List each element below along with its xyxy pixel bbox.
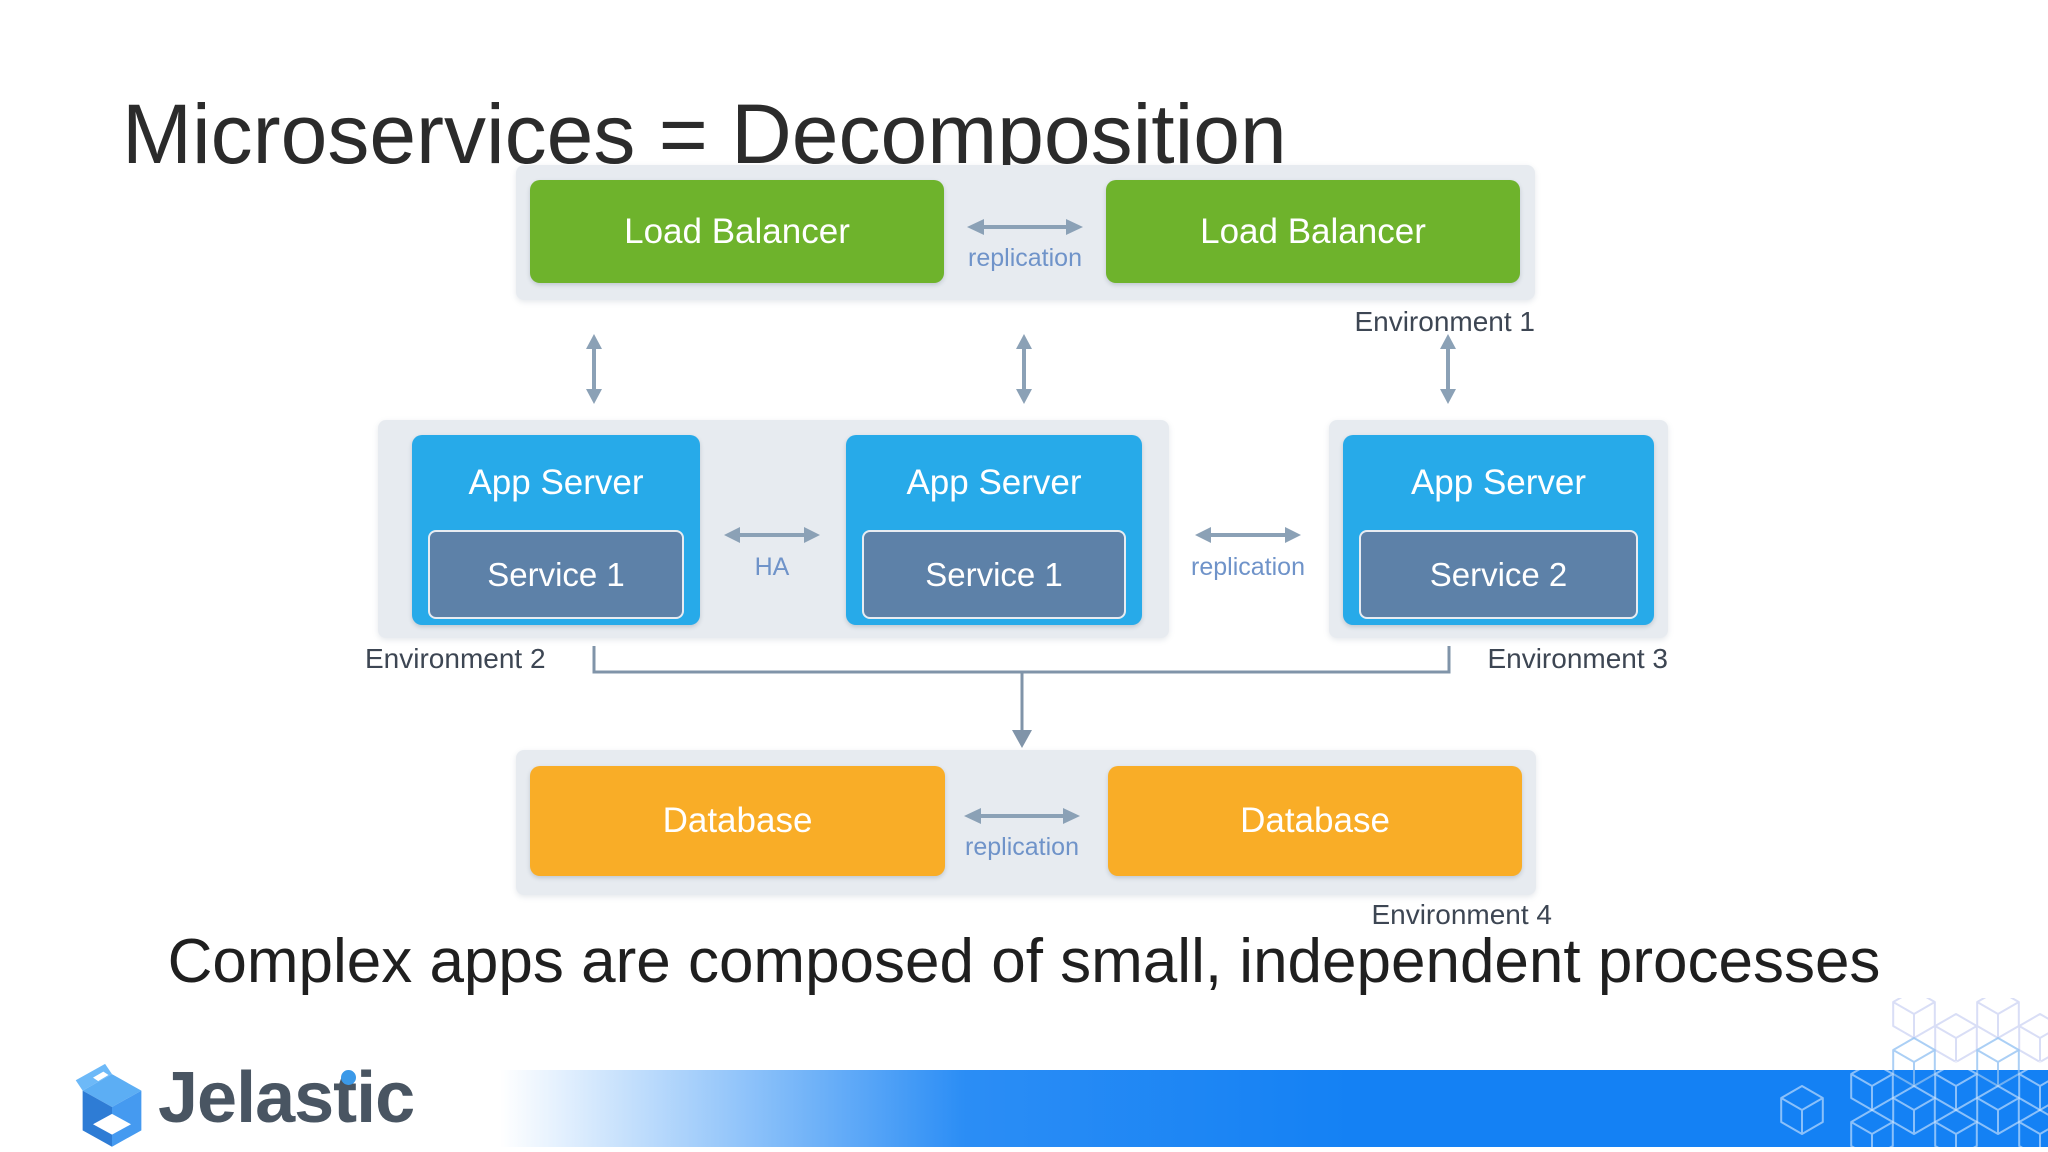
ha-link: HA bbox=[722, 522, 822, 592]
app-server-1-title: App Server bbox=[468, 462, 644, 502]
environment3-label: Environment 3 bbox=[1487, 643, 1668, 674]
app-server-3-title: App Server bbox=[1410, 462, 1587, 502]
service-1-node: Service 1 bbox=[428, 530, 684, 619]
vertical-double-arrow-icon bbox=[1440, 334, 1456, 404]
horizontal-double-arrow-icon bbox=[967, 219, 1083, 235]
environment4-container: Database Database replication bbox=[516, 750, 1536, 895]
app-server-3-node: App Server Service 2 bbox=[1343, 435, 1654, 625]
app-replication-link: replication bbox=[1191, 522, 1305, 581]
load-balancer-left-node: Load Balancer bbox=[530, 180, 944, 283]
load-balancer-right-node: Load Balancer bbox=[1106, 180, 1520, 283]
bottom-gradient-bar bbox=[500, 1070, 2048, 1147]
merge-bracket-arrow bbox=[592, 646, 1451, 748]
vertical-double-arrow-icon bbox=[586, 334, 602, 404]
environment3-container: App Server Service 2 bbox=[1329, 420, 1668, 638]
app-replication-label: replication bbox=[1191, 553, 1305, 581]
jelastic-wordmark: Jelastic bbox=[158, 1058, 415, 1138]
database-right-node: Database bbox=[1108, 766, 1522, 876]
environment2-label: Environment 2 bbox=[365, 643, 546, 674]
jelastic-logo: Jelastic bbox=[74, 1058, 494, 1152]
database-left-node: Database bbox=[530, 766, 945, 876]
app-server-1-node: App Server Service 1 bbox=[412, 435, 700, 625]
database-left-label: Database bbox=[662, 801, 813, 840]
lb-replication-link: replication bbox=[965, 214, 1085, 284]
horizontal-double-arrow-icon bbox=[1195, 527, 1301, 543]
slide-title: Microservices = Decomposition bbox=[122, 87, 1287, 182]
isometric-cubes-pattern bbox=[1780, 998, 2048, 1152]
environment1-label: Environment 1 bbox=[1354, 306, 1535, 337]
db-replication-label: replication bbox=[965, 833, 1079, 861]
horizontal-double-arrow-icon bbox=[724, 527, 820, 543]
logo-i-dot bbox=[341, 1070, 356, 1085]
environment2-container: App Server Service 1 App Server Service … bbox=[378, 420, 1169, 638]
environment4-label: Environment 4 bbox=[1371, 899, 1552, 930]
app-server-2-title: App Server bbox=[906, 462, 1082, 502]
load-balancer-right-label: Load Balancer bbox=[1200, 211, 1426, 251]
horizontal-double-arrow-icon bbox=[964, 808, 1080, 824]
service-1b-node: Service 1 bbox=[862, 530, 1126, 619]
service-2-node: Service 2 bbox=[1359, 530, 1638, 619]
slide-caption: Complex apps are composed of small, inde… bbox=[167, 927, 1881, 996]
db-replication-link: replication bbox=[962, 803, 1082, 873]
load-balancer-left-label: Load Balancer bbox=[624, 211, 850, 251]
lb-replication-label: replication bbox=[968, 244, 1082, 272]
jelastic-logo-mark-icon bbox=[75, 1063, 142, 1147]
app-server-2-node: App Server Service 1 bbox=[846, 435, 1142, 625]
vertical-double-arrow-icon bbox=[1016, 334, 1032, 404]
database-right-label: Database bbox=[1240, 801, 1390, 840]
environment1-container: Load Balancer Load Balancer replication bbox=[516, 165, 1535, 300]
ha-label: HA bbox=[754, 553, 790, 581]
